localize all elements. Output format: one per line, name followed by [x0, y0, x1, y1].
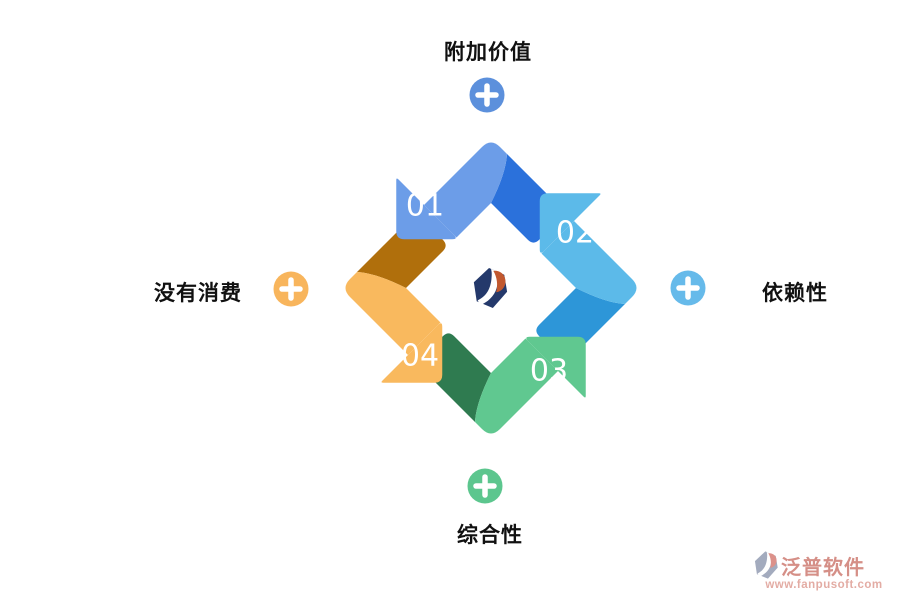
- arrow-03-head: [526, 336, 586, 398]
- arrow-02-leg: [541, 221, 637, 304]
- fanpu-logo: [473, 268, 508, 308]
- watermark-url: www.fanpusoft.com: [765, 579, 883, 591]
- plus-icon-right: [670, 270, 706, 306]
- label-bottom: 综合性: [457, 524, 523, 547]
- watermark-logo-swoosh: [757, 552, 772, 577]
- logo-flame: [493, 270, 506, 293]
- arrow-01-number: 01: [406, 189, 444, 224]
- arrow-04-number: 04: [401, 339, 439, 374]
- plus-icon-bottom: [467, 468, 503, 504]
- watermark: 泛普软件 www.fanpusoft.com: [753, 550, 895, 591]
- plus-glyph: [475, 83, 499, 107]
- arrow-03-leg: [475, 338, 558, 434]
- logo-swoosh: [477, 269, 499, 306]
- watermark-logo-flame: [768, 553, 777, 568]
- watermark-brand: 泛普软件: [781, 556, 865, 579]
- arrow-01-head: [396, 178, 456, 240]
- label-right: 依赖性: [762, 282, 828, 305]
- plus-icon-top: [469, 77, 505, 113]
- arrow-03-number: 03: [530, 354, 568, 389]
- plus-glyph: [473, 474, 497, 498]
- ring-heads: [381, 178, 601, 398]
- arrow-01-leg: [424, 142, 507, 238]
- arrow-04-leg: [345, 272, 441, 355]
- watermark-logo: [754, 551, 778, 579]
- cycle-arrows-diagram: 01 02 03 04: [345, 142, 637, 434]
- arrow-04-head: [381, 323, 443, 383]
- plus-glyph: [676, 276, 700, 300]
- plus-icon-left: [273, 271, 309, 307]
- arrow-02-head: [539, 193, 601, 253]
- ring-numbers: 01 02 03 04: [401, 189, 594, 389]
- arrow-02-number: 02: [556, 216, 594, 251]
- label-left: 没有消费: [154, 282, 242, 305]
- label-top: 附加价值: [444, 41, 532, 64]
- plus-glyph: [279, 277, 303, 301]
